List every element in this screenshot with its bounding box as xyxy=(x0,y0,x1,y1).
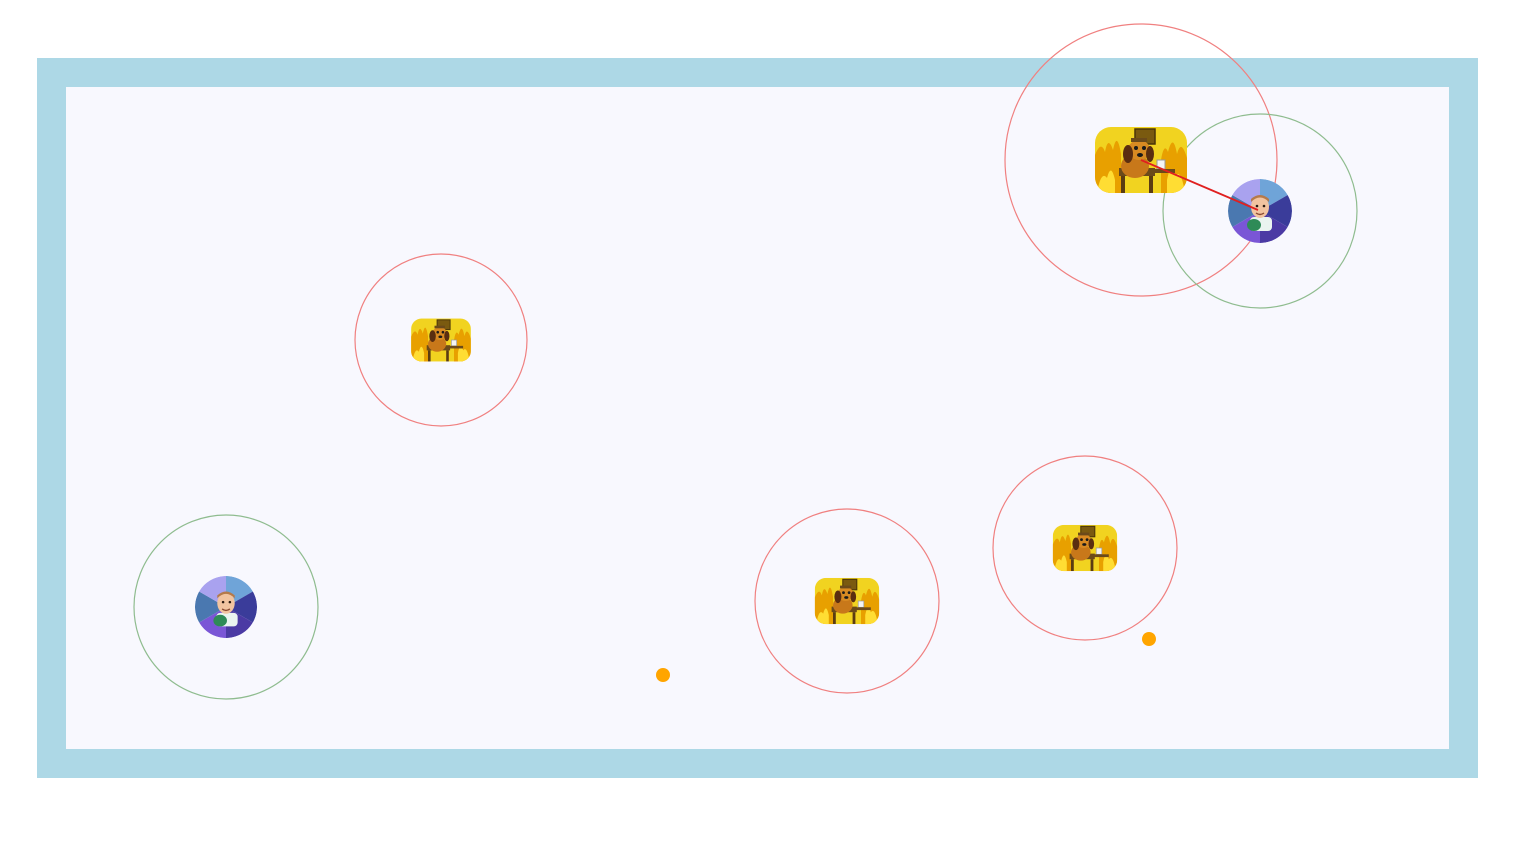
chase-line xyxy=(1140,159,1259,211)
this-is-fine-dog-icon xyxy=(814,577,880,625)
predator-range-ring xyxy=(354,253,528,427)
prey-range-ring xyxy=(133,514,319,700)
success-kid-icon xyxy=(1228,179,1292,243)
food-dot-icon xyxy=(1142,632,1156,646)
food-dot-icon xyxy=(656,668,670,682)
this-is-fine-dog-icon xyxy=(411,318,471,362)
predator-range-ring xyxy=(1004,23,1278,297)
predator-range-ring xyxy=(754,508,940,694)
this-is-fine-dog-icon xyxy=(1052,524,1118,572)
arena-floor xyxy=(66,87,1449,749)
success-kid-icon xyxy=(194,575,258,639)
prey-range-ring xyxy=(1162,113,1358,309)
predator-range-ring xyxy=(992,455,1178,641)
